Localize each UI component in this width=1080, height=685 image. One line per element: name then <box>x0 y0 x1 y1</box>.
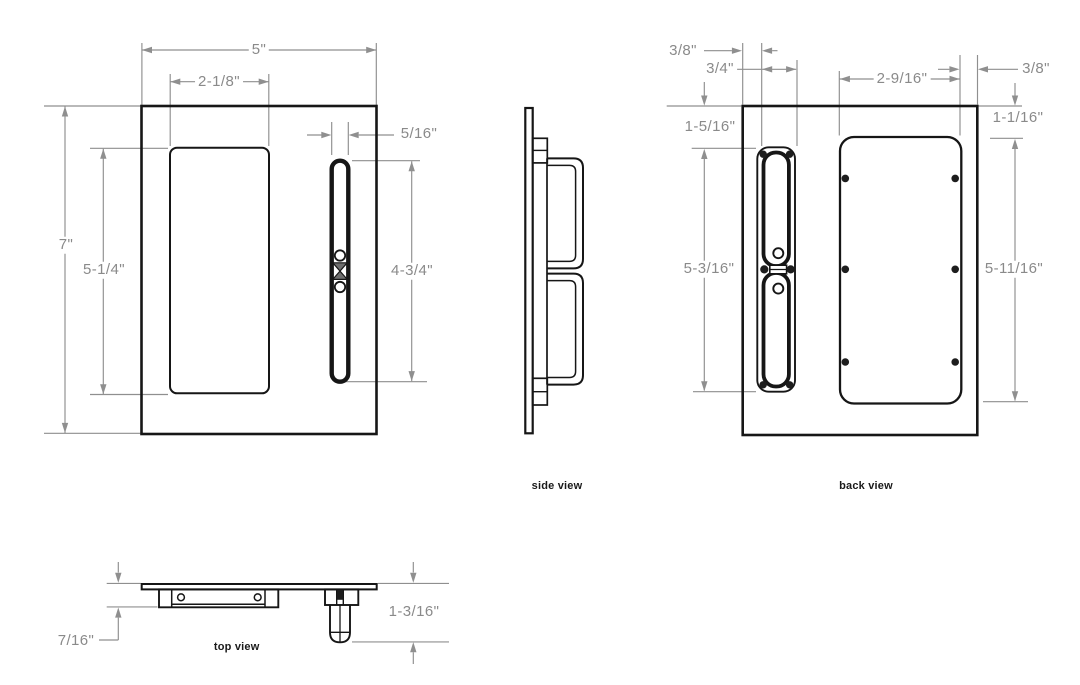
screw-icon <box>841 358 850 366</box>
dim-back-backplate-height: 5-11/16" <box>981 260 1047 278</box>
screw-icon <box>841 265 850 274</box>
screw-icon <box>785 381 794 389</box>
back-view-dimension-lines <box>666 43 1028 403</box>
dim-back-slot-outer-width: 3/4" <box>703 61 737 78</box>
back-view-drawing <box>741 104 979 437</box>
screw-icon <box>951 174 959 183</box>
screw-icon <box>759 150 767 158</box>
side-view-drawing <box>524 106 584 435</box>
top-view-drawing <box>140 583 378 644</box>
latch-hole-lower <box>333 280 347 294</box>
dim-top-body-depth: 7/16" <box>54 632 98 650</box>
screw-icon <box>760 265 769 274</box>
back-latch-hole-lower <box>772 282 785 295</box>
dim-front-slot-height: 4-3/4" <box>388 262 436 280</box>
caption-side-view: side view <box>531 479 583 492</box>
caption-back-view: back view <box>839 479 893 492</box>
side-faceplate <box>524 106 534 435</box>
top-pull-housing <box>158 588 280 609</box>
side-housing-upper-cup <box>547 157 584 270</box>
screw-icon <box>951 358 959 366</box>
front-faceplate-outline <box>140 104 378 436</box>
dim-front-slot-width: 5/16" <box>397 125 441 143</box>
top-latch-pin <box>329 605 351 644</box>
side-housing-lower-cup <box>547 272 584 386</box>
dim-top-latch-depth: 1-3/16" <box>385 603 443 620</box>
screw-icon <box>951 265 959 274</box>
dim-front-overall-width: 5" <box>248 41 270 59</box>
back-view-dimension-arrows <box>701 47 1019 402</box>
front-view-dimension-arrows <box>61 46 415 433</box>
screw-hole-icon <box>253 593 262 602</box>
screw-icon <box>841 174 850 183</box>
back-faceplate-outline <box>741 104 979 437</box>
screw-icon <box>785 150 794 158</box>
dim-back-backplate-to-edge: 3/8" <box>1019 61 1053 78</box>
screw-icon <box>786 265 795 274</box>
top-view-dimension-lines <box>99 562 449 664</box>
latch-thumbturn-bowtie <box>331 262 349 280</box>
dim-front-recess-width: 2-1/8" <box>195 73 243 90</box>
dim-front-overall-height: 7" <box>55 236 77 254</box>
top-latch-housing <box>324 588 360 606</box>
screw-icon <box>759 381 767 389</box>
dim-back-backplate-width: 2-9/16" <box>873 70 931 88</box>
front-view-dimension-lines <box>44 43 427 434</box>
dim-front-recess-height: 5-1/4" <box>80 261 128 279</box>
dim-back-top-to-backplate: 1-1/16" <box>989 109 1047 127</box>
screw-hole-icon <box>176 593 186 602</box>
dim-back-edge-to-slot: 3/8" <box>666 42 700 59</box>
front-pull-recess <box>169 146 270 395</box>
dim-back-slot-height: 5-3/16" <box>680 260 738 278</box>
back-mounting-plate <box>838 135 963 405</box>
front-latch-slot <box>329 158 351 384</box>
top-view-dimension-arrows <box>115 572 417 653</box>
latch-hole-upper <box>333 249 347 262</box>
front-view-drawing <box>140 104 378 436</box>
dim-back-top-to-slot: 1-5/16" <box>681 118 739 136</box>
caption-top-view: top view <box>213 640 260 653</box>
back-latch-hole-upper <box>772 247 785 260</box>
back-latch-case-outline <box>756 146 796 393</box>
top-latch-lever <box>336 590 344 600</box>
